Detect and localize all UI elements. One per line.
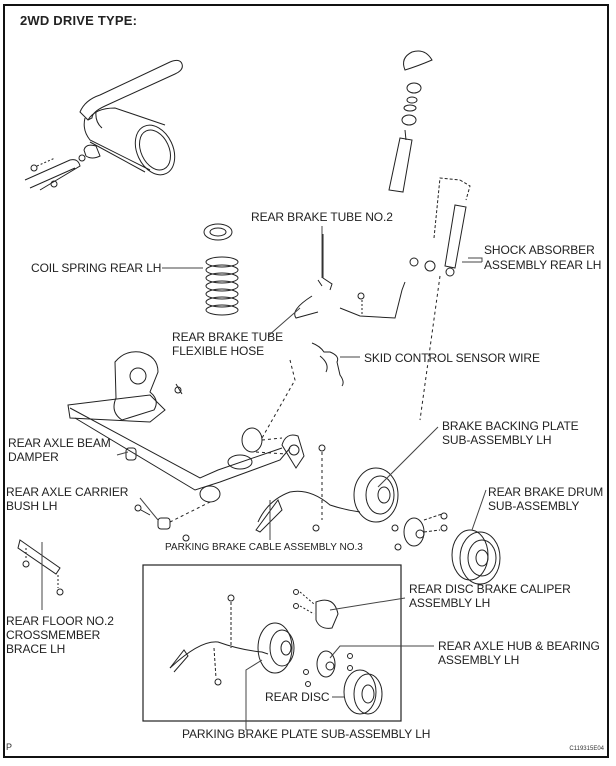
backing-plate-illustration <box>241 359 399 523</box>
label-brake-drum-line2: SUB-ASSEMBLY <box>488 499 580 513</box>
label-beam-damper-line1: REAR AXLE BEAM <box>8 436 111 450</box>
brake-tube-illustration <box>294 234 406 319</box>
crossmember-brace-illustration <box>17 539 64 596</box>
label-caliper-line1: REAR DISC BRAKE CALIPER <box>409 582 571 596</box>
hub-illustration <box>391 512 448 551</box>
page-mark: P <box>6 742 13 752</box>
label-skid-sensor-wire: SKID CONTROL SENSOR WIRE <box>364 351 540 365</box>
axle-beam-illustration <box>67 351 305 503</box>
label-shock-absorber-line2: ASSEMBLY REAR LH <box>484 258 602 272</box>
drive-type-title: 2WD DRIVE TYPE: <box>20 13 138 28</box>
leader-lines <box>41 226 487 730</box>
disc-brake-inset <box>142 564 402 722</box>
label-crossmember-line2: CROSSMEMBER <box>6 628 101 642</box>
brake-drum-illustration <box>451 529 501 585</box>
label-parking-cable: PARKING BRAKE CABLE ASSEMBLY NO.3 <box>165 542 363 553</box>
shock-absorber-illustration <box>388 50 471 421</box>
label-carrier-bush-line1: REAR AXLE CARRIER <box>6 485 129 499</box>
label-hub-bearing-line1: REAR AXLE HUB & BEARING <box>438 639 600 653</box>
label-backing-plate-line2: SUB-ASSEMBLY LH <box>442 433 552 447</box>
label-rear-brake-tube-no2: REAR BRAKE TUBE NO.2 <box>251 210 393 224</box>
label-caliper-line2: ASSEMBLY LH <box>409 596 491 610</box>
skid-sensor-wire-illustration <box>311 342 344 387</box>
label-backing-plate-line1: BRAKE BACKING PLATE <box>442 419 579 433</box>
label-crossmember-line3: BRACE LH <box>6 642 66 656</box>
label-shock-absorber-line1: SHOCK ABSORBER <box>484 243 595 257</box>
label-rear-disc: REAR DISC <box>265 690 330 704</box>
label-hub-bearing-line2: ASSEMBLY LH <box>438 653 520 667</box>
label-brake-drum-line1: REAR BRAKE DRUM <box>488 485 604 499</box>
label-carrier-bush-line2: BUSH LH <box>6 499 58 513</box>
parking-cable-illustration <box>255 490 361 533</box>
beam-damper-illustration <box>125 447 137 461</box>
label-crossmember-line1: REAR FLOOR NO.2 <box>6 614 114 628</box>
diagram-frame <box>3 4 609 758</box>
coil-spring-illustration <box>203 223 239 316</box>
label-coil-spring: COIL SPRING REAR LH <box>31 261 162 275</box>
label-flex-hose-line1: REAR BRAKE TUBE <box>172 330 283 344</box>
label-beam-damper-line2: DAMPER <box>8 450 59 464</box>
carrier-bush-illustration <box>134 501 211 542</box>
muffler-illustration <box>24 59 183 191</box>
label-parking-plate: PARKING BRAKE PLATE SUB-ASSEMBLY LH <box>182 727 431 741</box>
label-flex-hose-line2: FLEXIBLE HOSE <box>172 344 265 358</box>
figure-code: C119315E04 <box>569 746 604 752</box>
